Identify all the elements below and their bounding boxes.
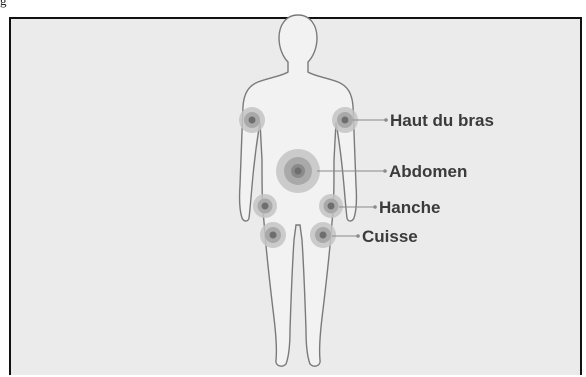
label-thigh: Cuisse [362,227,418,246]
leader-dots [356,118,388,238]
marker-hip-right [319,194,343,218]
marker-abdomen [276,149,320,193]
label-abdomen: Abdomen [389,162,467,181]
label-upper-arm: Haut du bras [390,111,494,130]
marker-thigh-right [310,222,336,248]
marker-thigh-left [260,222,286,248]
label-hip: Hanche [379,198,440,217]
marker-hip-left [253,194,277,218]
marker-upper-arm-left [239,107,265,133]
